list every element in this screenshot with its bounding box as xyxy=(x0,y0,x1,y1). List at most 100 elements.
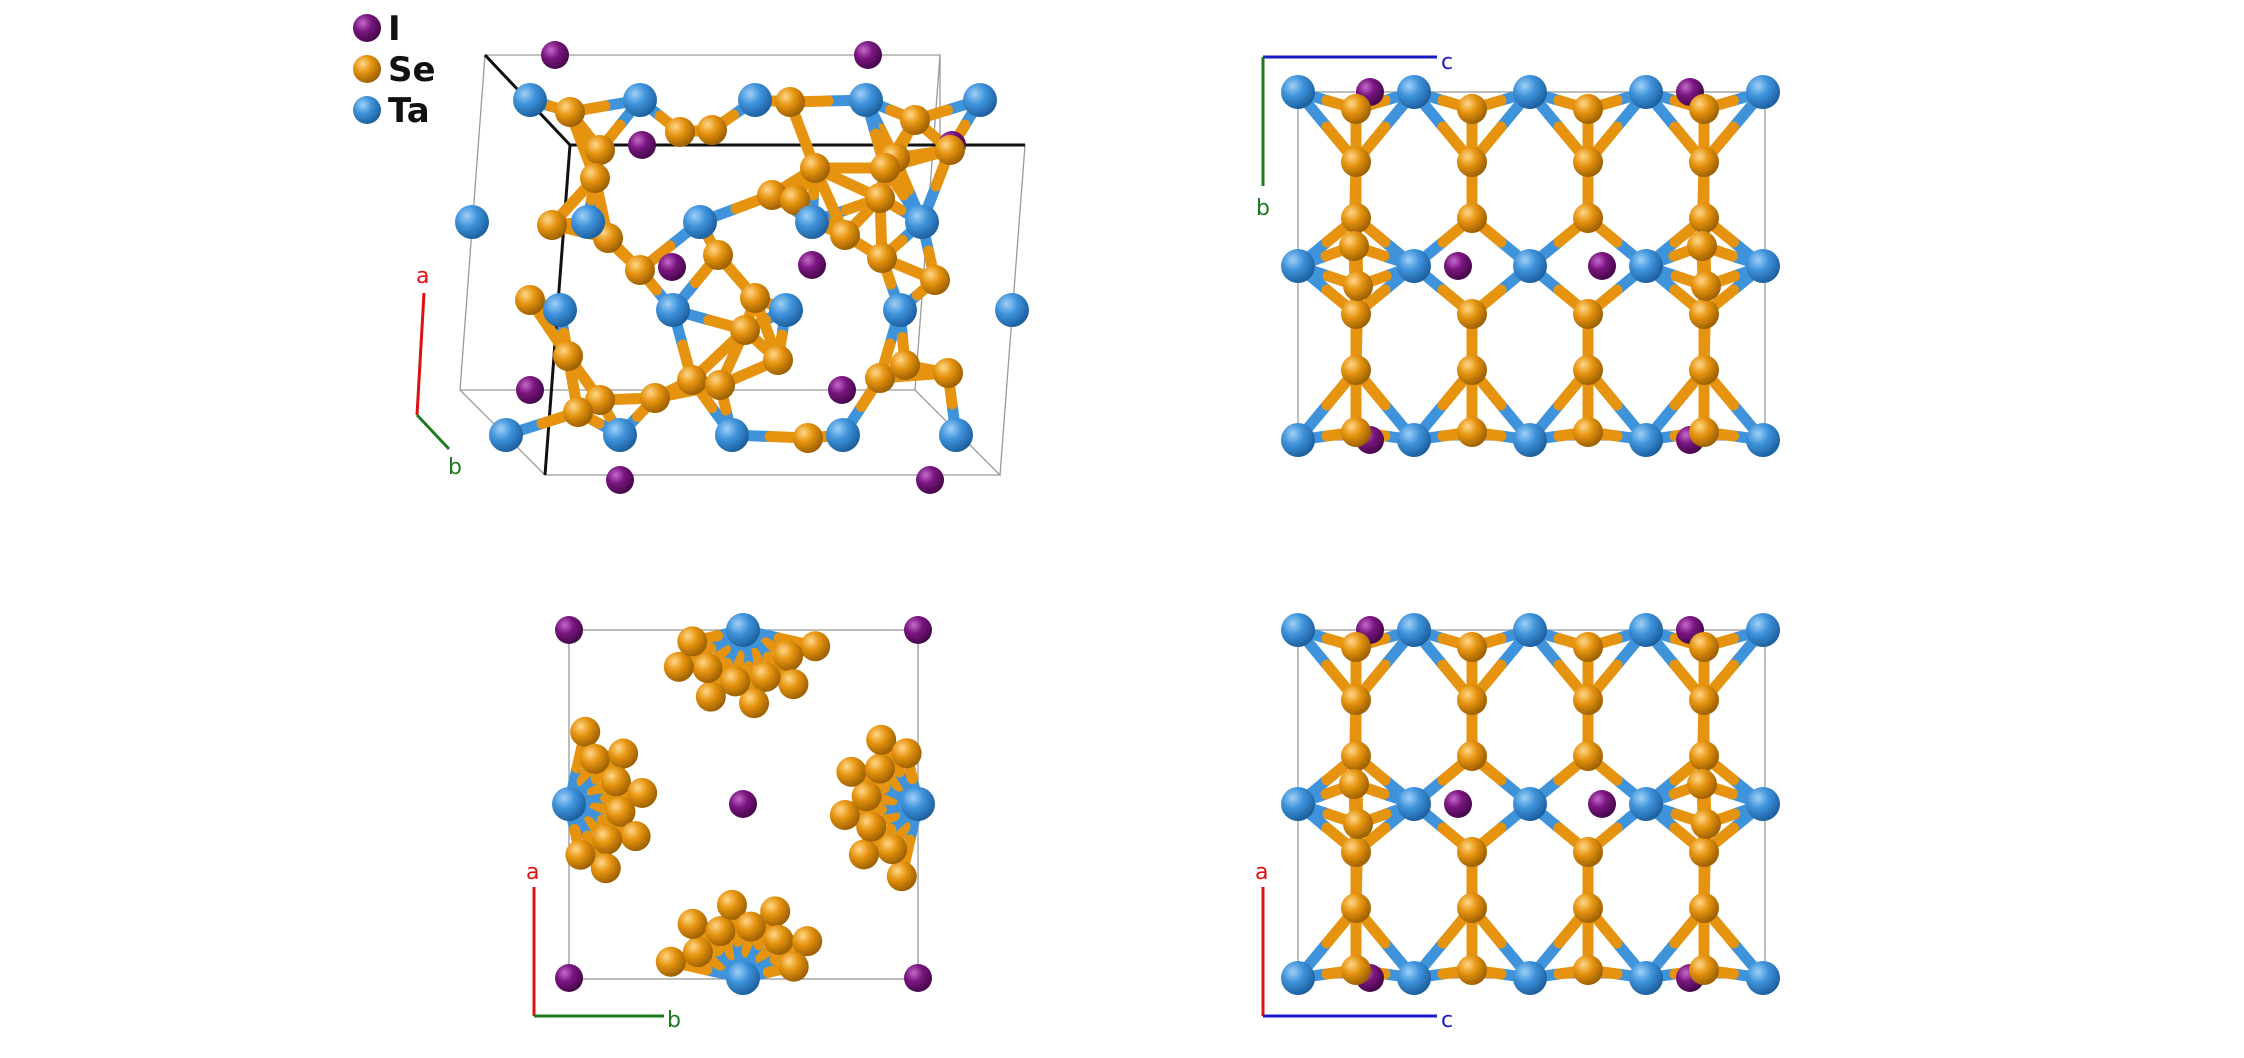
atom-Ta xyxy=(715,418,749,452)
atom-Se xyxy=(1689,94,1719,124)
atom-I xyxy=(628,131,656,159)
atom-I xyxy=(1588,252,1616,280)
atom-Se xyxy=(705,370,735,400)
atom-Se xyxy=(1457,299,1487,329)
atom-Se xyxy=(627,777,658,808)
atom-Se xyxy=(730,315,760,345)
atom-Se xyxy=(695,681,726,712)
atom-Se xyxy=(1691,271,1721,301)
atom-Se xyxy=(1457,94,1487,124)
atom-Se xyxy=(1343,809,1373,839)
atom-Ta xyxy=(1281,787,1315,821)
atom-Se xyxy=(640,383,670,413)
axis-b-line xyxy=(415,413,451,451)
atom-Se xyxy=(1573,417,1603,447)
atom-Ta xyxy=(683,205,717,239)
atom-Se xyxy=(705,916,736,947)
atom-Se xyxy=(864,753,895,784)
atom-Se xyxy=(1573,632,1603,662)
atom-Se xyxy=(935,135,965,165)
atom-Ta xyxy=(795,205,829,239)
atom-Ta xyxy=(738,83,772,117)
axis-triad-view-along-a: c b xyxy=(1256,50,1453,221)
atom-Se xyxy=(1573,741,1603,771)
atom-Se xyxy=(682,937,713,968)
atom-I xyxy=(904,616,932,644)
atom-I xyxy=(516,376,544,404)
atom-Se xyxy=(1341,685,1371,715)
atom-Ta xyxy=(1281,961,1315,995)
atom-Ta xyxy=(1397,75,1431,109)
atom-Ta xyxy=(603,418,637,452)
atom-Se xyxy=(760,896,791,927)
atom-Se xyxy=(580,163,610,193)
atom-group-perspective xyxy=(455,41,1029,494)
legend-marker-I xyxy=(353,14,381,42)
atom-Se xyxy=(877,834,908,865)
atom-Se xyxy=(1341,632,1371,662)
legend-marker-Se xyxy=(353,55,381,83)
axis-a-label: a xyxy=(416,264,429,289)
atom-Se xyxy=(563,397,593,427)
atom-Se xyxy=(1341,355,1371,385)
atom-Ta xyxy=(939,418,973,452)
atom-Se xyxy=(1573,147,1603,177)
atom-Ta xyxy=(656,293,690,327)
atom-Se xyxy=(1457,203,1487,233)
atom-Ta xyxy=(1746,961,1780,995)
atom-Se xyxy=(865,363,895,393)
atom-Se xyxy=(1689,203,1719,233)
panel-view-along-b: a c xyxy=(1255,613,1780,1033)
atom-Se xyxy=(1689,837,1719,867)
axis-a-label: a xyxy=(526,860,539,885)
axis-b-label: b xyxy=(1256,196,1270,221)
atom-Se xyxy=(851,781,882,812)
atom-Se xyxy=(1689,685,1719,715)
atom-I xyxy=(555,616,583,644)
atom-Ta xyxy=(1513,613,1547,647)
atom-Se xyxy=(1689,299,1719,329)
atom-Se xyxy=(1573,893,1603,923)
atom-Ta xyxy=(513,83,547,117)
atom-Se xyxy=(890,350,920,380)
atom-Se xyxy=(537,210,567,240)
atom-I xyxy=(916,466,944,494)
atom-Ta xyxy=(769,293,803,327)
atom-Se xyxy=(778,669,809,700)
atom-Se xyxy=(1691,809,1721,839)
atom-Se xyxy=(792,926,823,957)
atom-Se xyxy=(553,341,583,371)
atom-Se xyxy=(605,796,636,827)
axis-a-line xyxy=(415,292,426,416)
atom-Se xyxy=(866,724,897,755)
atom-Se xyxy=(703,240,733,270)
atom-Se xyxy=(750,661,781,692)
atom-Se xyxy=(891,738,922,769)
atom-Se xyxy=(1341,893,1371,923)
atom-Ta xyxy=(1281,613,1315,647)
atom-Ta xyxy=(1629,75,1663,109)
atom-I xyxy=(658,253,686,281)
atom-Se xyxy=(1457,741,1487,771)
axis-a-label: a xyxy=(1255,860,1268,885)
atom-Se xyxy=(856,811,887,842)
atom-Se xyxy=(1689,147,1719,177)
atom-Se xyxy=(763,345,793,375)
atom-I xyxy=(828,376,856,404)
atom-Se xyxy=(848,839,879,870)
atom-Se xyxy=(763,924,794,955)
atom-Se xyxy=(793,423,823,453)
unit-cell-outline xyxy=(459,53,1026,477)
atom-Se xyxy=(1689,355,1719,385)
atom-Se xyxy=(829,800,860,831)
atom-Se xyxy=(1341,299,1371,329)
atom-Se xyxy=(867,243,897,273)
atom-Ta xyxy=(1746,423,1780,457)
atom-group-view-along-a xyxy=(1281,75,1780,457)
axis-triad-perspective: a b xyxy=(415,264,462,480)
atom-Se xyxy=(800,631,831,662)
atom-Se xyxy=(800,153,830,183)
atom-Se xyxy=(1457,147,1487,177)
axis-triad-view-along-b: a c xyxy=(1255,860,1453,1033)
